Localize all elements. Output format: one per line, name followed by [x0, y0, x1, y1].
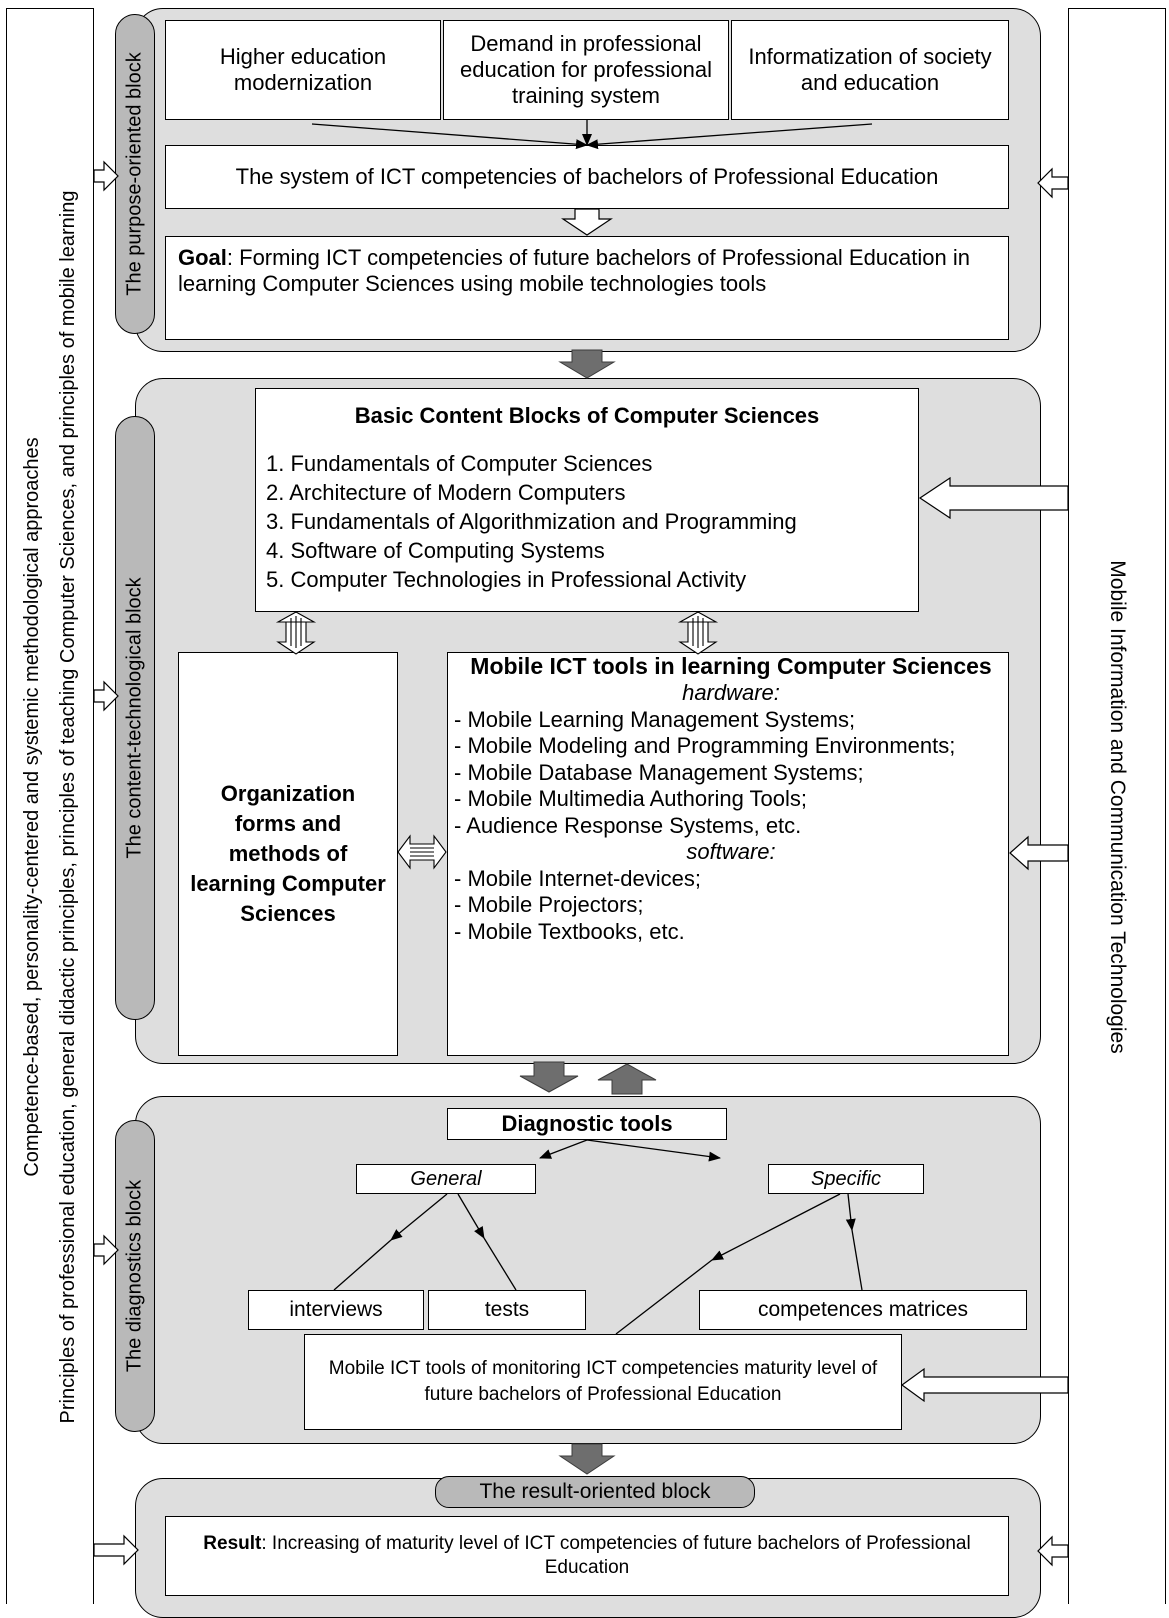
- content-block-label: The content-technological block: [115, 416, 155, 1020]
- result-text: : Increasing of maturity level of ICT co…: [261, 1533, 971, 1578]
- mobile-ict-title: Mobile ICT tools in learning Computer Sc…: [470, 653, 992, 679]
- goal-label: Goal: [178, 245, 227, 270]
- list-item: - Mobile Internet-devices;: [454, 865, 701, 891]
- demand-box: Demand in professional education for pro…: [443, 20, 729, 120]
- purpose-block-label: The purpose-oriented block: [115, 14, 155, 334]
- diagnostic-tools-box: Diagnostic tools: [447, 1108, 727, 1140]
- list-item: 3. Fundamentals of Algorithmization and …: [266, 509, 797, 534]
- basic-content-blocks-box: Basic Content Blocks of Computer Science…: [255, 388, 919, 612]
- list-item: - Mobile Database Management Systems;: [454, 759, 864, 785]
- list-item: 2. Architecture of Modern Computers: [266, 480, 626, 505]
- list-item: - Audience Response Systems, etc.: [454, 812, 802, 838]
- list-item: - Mobile Modeling and Programming Enviro…: [454, 733, 956, 758]
- software-label: software:: [686, 839, 776, 864]
- goal-box: Goal: Forming ICT competencies of future…: [165, 236, 1009, 340]
- right-mobile-ict-text: Mobile Information and Communication Tec…: [1106, 559, 1129, 1054]
- competences-matrices-box: competences matrices: [699, 1290, 1027, 1330]
- mobile-ict-tools-box: Mobile ICT tools in learning Computer Sc…: [447, 652, 1009, 1056]
- basic-content-list: 1. Fundamentals of Computer Sciences 2. …: [266, 449, 908, 594]
- list-item: - Mobile Projectors;: [454, 892, 644, 917]
- ict-competencies-system-box: The system of ICT competencies of bachel…: [165, 145, 1009, 209]
- list-item: - Mobile Learning Management Systems;: [454, 706, 856, 732]
- goal-text: : Forming ICT competencies of future bac…: [178, 245, 970, 296]
- interviews-box: interviews: [248, 1290, 424, 1330]
- left-principles-text: Principles of professional education, ge…: [57, 190, 79, 1423]
- list-item: 4. Software of Computing Systems: [266, 538, 605, 563]
- specific-box: Specific: [768, 1164, 924, 1194]
- list-item: 5. Computer Technologies in Professional…: [266, 567, 747, 592]
- right-mobile-ict-panel: Mobile Information and Communication Tec…: [1068, 8, 1166, 1604]
- list-item: - Mobile Multimedia Authoring Tools;: [454, 786, 807, 811]
- organization-forms-box: Organization forms and methods of learni…: [178, 652, 398, 1056]
- higher-education-box: Higher education modernization: [165, 20, 441, 120]
- hardware-label: hardware:: [682, 680, 780, 705]
- result-box: Result: Increasing of maturity level of …: [165, 1516, 1009, 1596]
- result-label: Result: [203, 1533, 262, 1554]
- list-item: - Mobile Textbooks, etc.: [454, 918, 685, 944]
- left-approaches-text: Competence-based, personality-centered a…: [21, 436, 43, 1177]
- left-principles-panel: Competence-based, personality-centered a…: [6, 8, 94, 1604]
- result-block-label: The result-oriented block: [435, 1476, 755, 1508]
- tests-box: tests: [428, 1290, 586, 1330]
- basic-content-title: Basic Content Blocks of Computer Science…: [354, 403, 820, 428]
- monitoring-tools-box: Mobile ICT tools of monitoring ICT compe…: [304, 1334, 902, 1430]
- informatization-box: Informatization of society and education: [731, 20, 1009, 120]
- general-box: General: [356, 1164, 536, 1194]
- list-item: 1. Fundamentals of Computer Sciences: [266, 451, 653, 476]
- diagnostics-block-label: The diagnostics block: [115, 1120, 155, 1432]
